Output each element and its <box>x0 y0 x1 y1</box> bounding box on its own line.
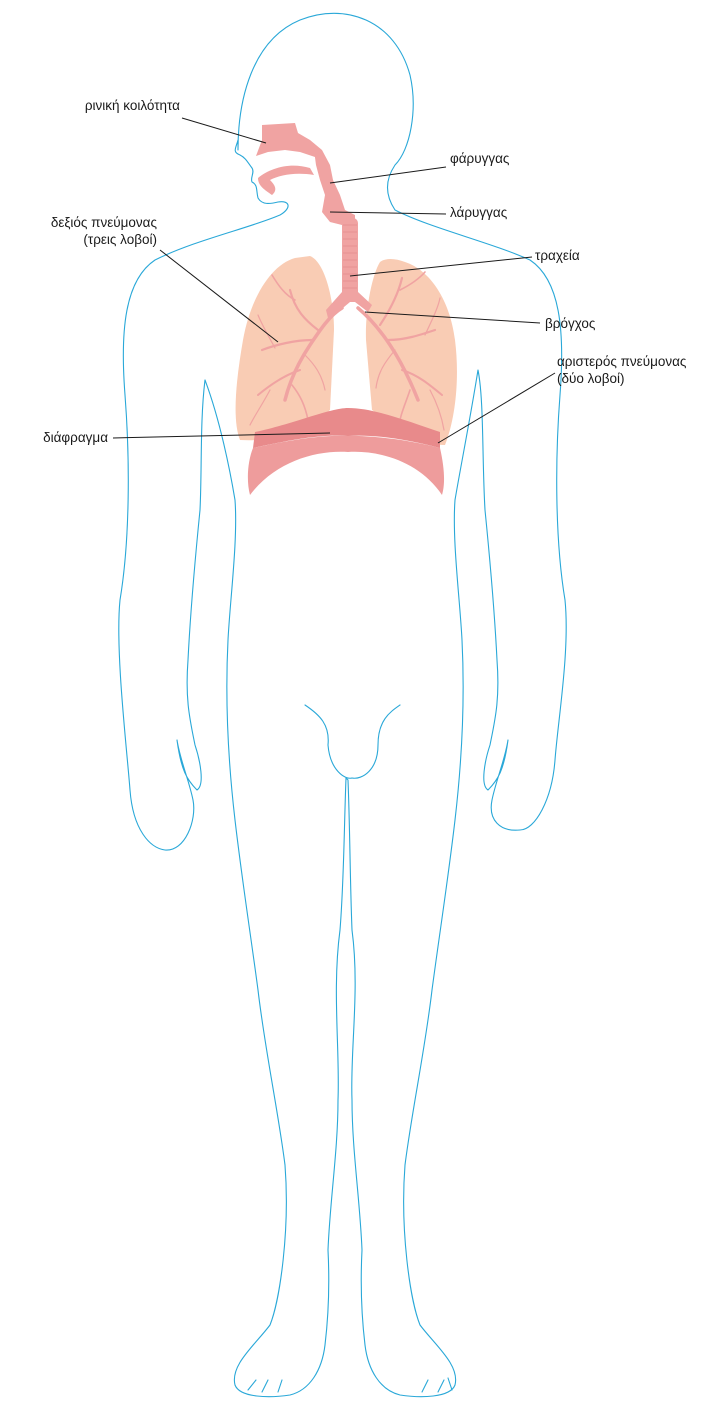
label-trachea: τραχεία <box>535 247 580 264</box>
label-larynx: λάρυγγας <box>450 204 507 221</box>
label-pharynx: φάρυγγας <box>450 150 509 167</box>
pharynx-shape <box>314 150 355 225</box>
leader-trachea <box>350 257 532 276</box>
label-bronchus: βρόγχος <box>545 315 595 332</box>
label-left-lung-line2: (δύο λοβοί) <box>557 370 686 387</box>
label-nasal-cavity: ρινική κοιλότητα <box>40 97 180 114</box>
right-foot-detail <box>248 1380 282 1392</box>
nasal-cavity-shape <box>256 123 322 158</box>
label-left-lung-line1: αριστερός πνεύμονας <box>557 353 686 370</box>
right-lung <box>236 256 334 440</box>
label-left-lung: αριστερός πνεύμονας (δύο λοβοί) <box>557 353 686 387</box>
label-right-lung-line1: δεξιός πνεύμονας <box>0 214 157 231</box>
label-diaphragm: διάφραγμα <box>0 429 108 446</box>
leader-nasal-cavity <box>182 118 266 143</box>
groin-outline <box>305 705 400 778</box>
label-right-lung-line2: (τρεις λοβοί) <box>0 231 157 248</box>
left-foot-detail <box>422 1378 452 1392</box>
trachea-shape <box>342 218 358 298</box>
label-right-lung: δεξιός πνεύμονας (τρεις λοβοί) <box>0 214 157 248</box>
diaphragm-shape <box>248 436 444 495</box>
mouth-passage <box>258 166 314 195</box>
